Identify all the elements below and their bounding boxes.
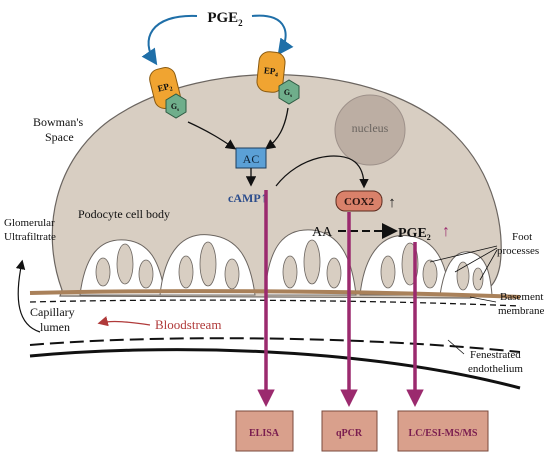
basement-label-2: membrane [498,305,545,317]
cox2-box [335,190,383,212]
capillary-label-2: lumen [40,320,70,334]
camp-label: cAMP↑ [228,191,268,206]
ep4-receptor: EP4 [256,51,286,93]
qpcr-box [321,410,378,452]
basement-pointer [469,296,497,303]
nucleus [334,94,406,166]
pge2-to-ep4-arrow [251,14,294,56]
ep2-gs-protein: Gs [165,93,187,119]
elisa-label: ELISA [249,428,280,439]
qpcr-label: qPCR [336,428,363,439]
lcms-label: LC/ESI-MS/MS [409,428,478,439]
fenestrated-label-1: Fenestrated [470,349,521,361]
foot-label-1: Foot [512,231,532,243]
foot-pointer-1 [429,245,498,263]
gs-to-ac-arrow-left [187,121,237,150]
cox2-up-arrow: ↑ [388,195,396,211]
pge2-to-ep2-arrow [141,14,198,66]
bloodstream-arrow [97,316,151,327]
bowman-label-2: Space [45,130,74,144]
basement-dashed [29,299,521,307]
svg-text:EP2: EP2 [157,80,174,95]
glomerular-label-2: Ultrafiltrate [4,231,56,243]
camp-to-cox2-arrow [275,155,369,189]
svg-text:Gs: Gs [284,88,292,99]
cox2-label: COX2 [344,196,374,208]
foot-label-2: processes [497,245,539,257]
basement-label-1: Basement [500,291,543,303]
fenestrated-endothelium-dashed [29,337,521,353]
basement-membrane [29,289,521,299]
pge2-up-arrow: ↑ [442,223,450,240]
foot-pointer-3 [479,249,498,281]
fenestrated-label-2: endothelium [468,363,523,375]
endothelium-solid [29,348,521,390]
aa-label: AA [312,225,333,240]
elisa-box [235,410,294,452]
glomerular-label-1: Glomerular [4,217,55,229]
ep4-gs-protein: Gs [278,79,300,105]
nucleus-label: nucleus [352,121,389,135]
foot-pointer-2 [454,247,498,273]
ultrafiltrate-flow-arrow [15,259,41,333]
podocyte-label: Podocyte cell body [78,207,170,221]
svg-text:EP4: EP4 [263,65,279,78]
ac-label: AC [243,152,260,166]
lcms-box [397,410,489,452]
bloodstream-label: Bloodstream [155,317,221,332]
capillary-label-1: Capillary [30,305,75,319]
gs-to-ac-arrow-right [264,107,289,150]
svg-text:Gs: Gs [171,102,179,113]
bowman-label-1: Bowman's [33,115,83,129]
pge2-title: PGE2 [207,10,243,28]
fenestrated-pointer [447,339,465,355]
pge2-product-label: PGE2 [398,226,431,242]
